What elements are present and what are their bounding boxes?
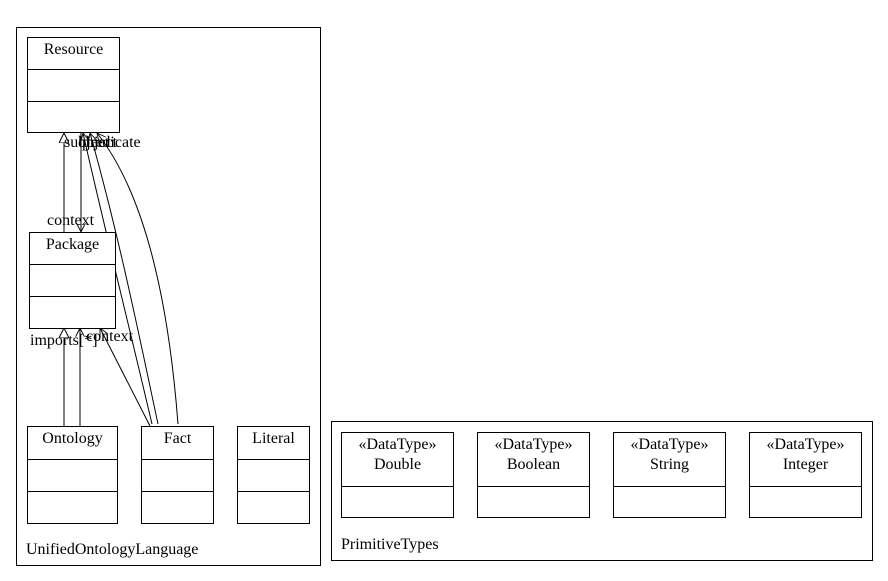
class-ontology[interactable]: Ontology bbox=[27, 426, 118, 524]
class-package[interactable]: Package bbox=[29, 232, 116, 329]
class-boolean[interactable]: «DataType» Boolean bbox=[477, 432, 590, 518]
stereotype-label: «DataType» bbox=[766, 436, 845, 453]
edge-fact-subject-resource bbox=[83, 133, 153, 425]
role-label-predicate: predicate bbox=[82, 134, 141, 151]
attributes-compartment bbox=[238, 460, 309, 492]
operations-compartment bbox=[238, 492, 309, 523]
attributes-compartment bbox=[30, 265, 115, 297]
operations-compartment bbox=[142, 492, 213, 523]
stereotype-label: «DataType» bbox=[494, 436, 573, 453]
class-string[interactable]: «DataType» String bbox=[613, 432, 726, 518]
package-label-unified-ontology-language: UnifiedOntologyLanguage bbox=[26, 541, 199, 558]
class-name-literal: Literal bbox=[238, 427, 309, 460]
attributes-compartment bbox=[28, 70, 119, 102]
stereotype-label: «DataType» bbox=[630, 436, 709, 453]
class-header-integer: «DataType» Integer bbox=[750, 433, 861, 487]
stereotype-label: «DataType» bbox=[358, 436, 437, 453]
class-double[interactable]: «DataType» Double bbox=[341, 432, 454, 518]
class-name-fact: Fact bbox=[142, 427, 213, 460]
edge-fact-object-resource bbox=[90, 133, 159, 425]
role-label-imports: imports[*] bbox=[30, 332, 98, 349]
role-label-context-bottom: context bbox=[86, 328, 134, 345]
class-name-integer: Integer bbox=[782, 456, 829, 473]
role-label-context-top: context bbox=[47, 212, 95, 229]
operations-compartment bbox=[30, 297, 115, 328]
class-name-resource: Resource bbox=[28, 38, 119, 70]
class-header-double: «DataType» Double bbox=[342, 433, 453, 487]
class-name-ontology: Ontology bbox=[28, 427, 117, 460]
class-header-string: «DataType» String bbox=[614, 433, 725, 487]
class-resource[interactable]: Resource bbox=[27, 37, 120, 133]
class-fact[interactable]: Fact bbox=[141, 426, 214, 524]
attributes-compartment bbox=[750, 487, 861, 517]
class-header-boolean: «DataType» Boolean bbox=[478, 433, 589, 487]
role-label-object: object bbox=[78, 134, 118, 151]
class-name-double: Double bbox=[373, 456, 422, 473]
attributes-compartment bbox=[478, 487, 589, 517]
class-integer[interactable]: «DataType» Integer bbox=[749, 432, 862, 518]
package-label-primitive-types: PrimitiveTypes bbox=[341, 536, 439, 553]
attributes-compartment bbox=[342, 487, 453, 517]
class-name-string: String bbox=[649, 456, 690, 473]
attributes-compartment bbox=[614, 487, 725, 517]
attributes-compartment bbox=[28, 460, 117, 492]
edge-fact-predicate-resource bbox=[97, 133, 179, 425]
edge-fact-context-package bbox=[100, 328, 151, 427]
operations-compartment bbox=[28, 492, 117, 523]
attributes-compartment bbox=[142, 460, 213, 492]
class-literal[interactable]: Literal bbox=[237, 426, 310, 524]
class-name-boolean: Boolean bbox=[506, 456, 561, 473]
class-name-package: Package bbox=[30, 233, 115, 265]
operations-compartment bbox=[28, 102, 119, 133]
role-label-subject: subject bbox=[64, 134, 110, 151]
